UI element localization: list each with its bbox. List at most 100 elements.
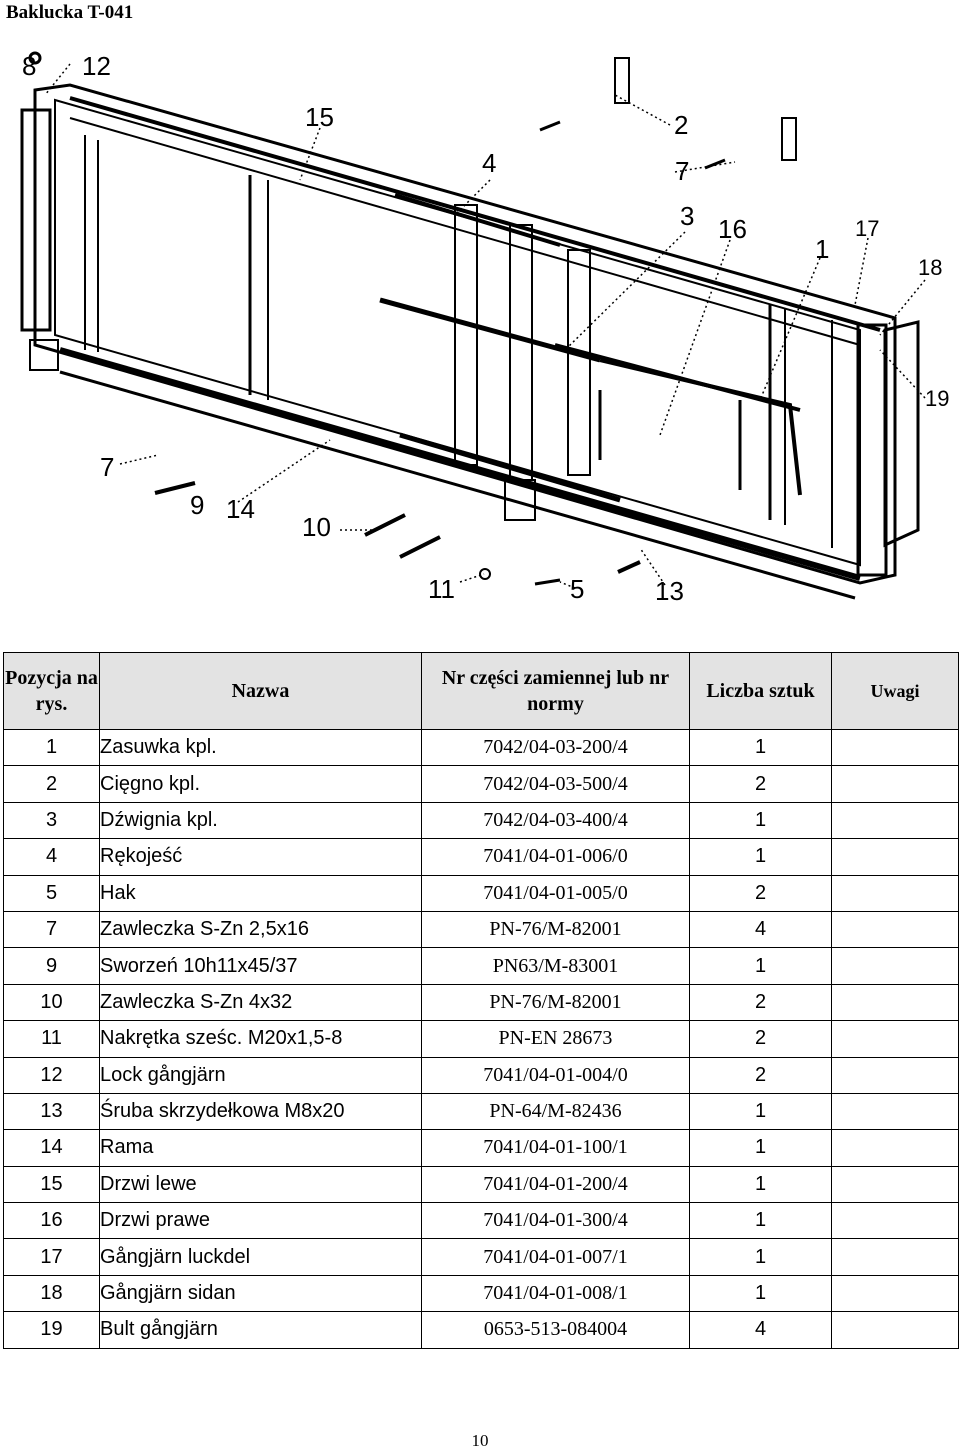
cell-name: Nakrętka sześc. M20x1,5-8 xyxy=(99,1020,422,1058)
cell-notes xyxy=(831,1238,959,1276)
cell-part-number: 7042/04-03-500/4 xyxy=(421,765,690,803)
cell-name: Lock gångjärn xyxy=(99,1056,422,1094)
cell-part-number: 7042/04-03-400/4 xyxy=(421,801,690,840)
cell-part-number: 7042/04-03-200/4 xyxy=(421,728,690,767)
cell-notes xyxy=(831,1020,959,1058)
cell-notes xyxy=(831,1165,959,1204)
cell-part-number: 7041/04-01-004/0 xyxy=(421,1056,690,1094)
callout-label: 8 xyxy=(22,51,36,81)
cell-name: Rama xyxy=(99,1129,422,1167)
page-number: 10 xyxy=(471,1431,489,1450)
cell-name: Bult gångjärn xyxy=(99,1311,422,1349)
cell-notes xyxy=(831,874,959,912)
cell-part-number: 7041/04-01-200/4 xyxy=(421,1165,690,1204)
cell-position: 5 xyxy=(3,874,100,912)
callout-label: 10 xyxy=(302,512,331,542)
cell-name: Hak xyxy=(99,874,422,912)
table-header-row: Pozycja na rys. Nazwa Nr części zamienne… xyxy=(3,652,959,730)
callout-label: 14 xyxy=(226,494,255,524)
cell-quantity: 1 xyxy=(689,947,832,985)
callout-label: 3 xyxy=(680,201,694,231)
callout-label: 4 xyxy=(482,148,496,178)
document-title: Baklucka T-041 xyxy=(6,2,134,23)
cell-position: 4 xyxy=(3,838,100,876)
callout-label: 11 xyxy=(428,574,455,604)
exploded-assembly-drawing: 8 12 15 2 7 4 3 16 1 17 18 19 7 9 14 10 … xyxy=(20,51,949,606)
cell-part-number: PN-76/M-82001 xyxy=(421,983,690,1022)
cell-position: 9 xyxy=(3,947,100,985)
cell-part-number: 7041/04-01-008/1 xyxy=(421,1274,690,1313)
cell-notes xyxy=(831,1056,959,1094)
cell-notes xyxy=(831,765,959,803)
header-position: Pozycja na rys. xyxy=(3,652,100,730)
cell-part-number: PN-64/M-82436 xyxy=(421,1092,690,1131)
cell-position: 16 xyxy=(3,1202,100,1240)
header-notes: Uwagi xyxy=(831,652,959,730)
cell-position: 10 xyxy=(3,983,100,1022)
cell-part-number: PN-76/M-82001 xyxy=(421,910,690,949)
callout-label: 13 xyxy=(655,576,684,606)
cell-position: 19 xyxy=(3,1311,100,1349)
callout-label: 18 xyxy=(918,255,942,280)
cell-part-number: 7041/04-01-007/1 xyxy=(421,1238,690,1276)
cell-name: Drzwi lewe xyxy=(99,1165,422,1204)
callout-label: 1 xyxy=(815,234,829,264)
cell-quantity: 1 xyxy=(689,728,832,767)
cell-notes xyxy=(831,983,959,1022)
cell-quantity: 1 xyxy=(689,801,832,840)
cell-notes xyxy=(831,947,959,985)
cell-part-number: PN63/M-83001 xyxy=(421,947,690,985)
cell-name: Rękojeść xyxy=(99,838,422,876)
cell-notes xyxy=(831,1311,959,1349)
cell-name: Zasuwka kpl. xyxy=(99,728,422,767)
cell-notes xyxy=(831,1129,959,1167)
cell-name: Drzwi prawe xyxy=(99,1202,422,1240)
cell-position: 1 xyxy=(3,728,100,767)
parts-table: Pozycja na rys. Nazwa Nr części zamienne… xyxy=(3,652,959,1349)
cell-notes xyxy=(831,1092,959,1131)
cell-position: 11 xyxy=(3,1020,100,1058)
cell-quantity: 2 xyxy=(689,1020,832,1058)
cell-notes xyxy=(831,1202,959,1240)
cell-quantity: 1 xyxy=(689,1238,832,1276)
callout-label: 12 xyxy=(82,51,111,81)
cell-part-number: 7041/04-01-300/4 xyxy=(421,1202,690,1240)
cell-quantity: 2 xyxy=(689,765,832,803)
cell-quantity: 2 xyxy=(689,983,832,1022)
header-name: Nazwa xyxy=(99,652,422,730)
cell-name: Gångjärn luckdel xyxy=(99,1238,422,1276)
callout-label: 7 xyxy=(675,156,689,186)
callout-label: 7 xyxy=(100,452,114,482)
cell-name: Sworzeń 10h11x45/37 xyxy=(99,947,422,985)
cell-notes xyxy=(831,838,959,876)
cell-quantity: 2 xyxy=(689,1056,832,1094)
cell-name: Cięgno kpl. xyxy=(99,765,422,803)
cell-position: 12 xyxy=(3,1056,100,1094)
callout-label: 19 xyxy=(925,386,949,411)
cell-position: 15 xyxy=(3,1165,100,1204)
cell-position: 3 xyxy=(3,801,100,840)
cell-quantity: 2 xyxy=(689,874,832,912)
cell-position: 13 xyxy=(3,1092,100,1131)
cell-name: Zawleczka S-Zn 2,5x16 xyxy=(99,910,422,949)
cell-position: 18 xyxy=(3,1274,100,1313)
cell-notes xyxy=(831,801,959,840)
cell-part-number: 7041/04-01-005/0 xyxy=(421,874,690,912)
cell-part-number: 7041/04-01-100/1 xyxy=(421,1129,690,1167)
cell-notes xyxy=(831,1274,959,1313)
cell-position: 2 xyxy=(3,765,100,803)
cell-quantity: 1 xyxy=(689,1165,832,1204)
